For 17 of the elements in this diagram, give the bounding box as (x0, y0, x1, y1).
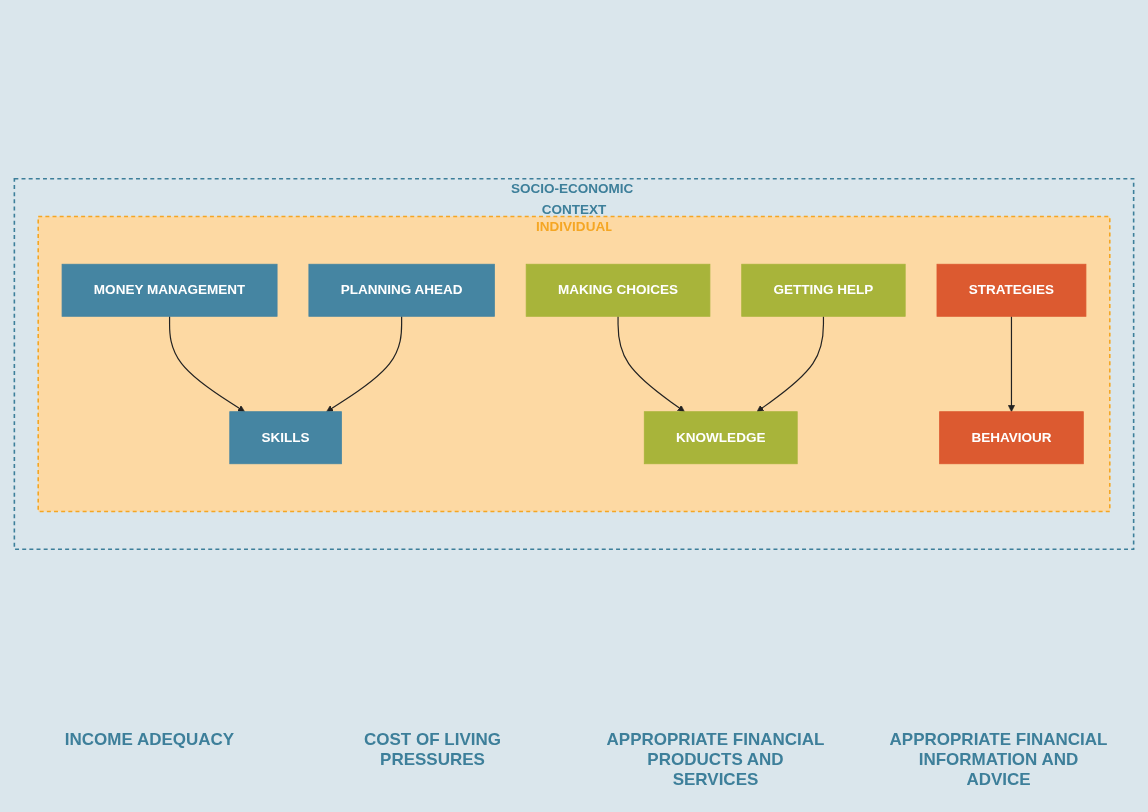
arrow (326, 315, 403, 412)
node-box: PLANNING AHEAD (308, 263, 495, 317)
context-label: APPROPRIATE FINANCIAL PRODUCTS AND SERVICES (605, 730, 826, 790)
arrow (617, 315, 685, 412)
arrow (756, 315, 825, 412)
node-box: SKILLS (229, 411, 342, 465)
arrow (1007, 315, 1015, 412)
arrow (168, 315, 245, 412)
node-box: GETTING HELP (741, 263, 906, 317)
context-label: COST OF LIVING PRESSURES (363, 730, 502, 771)
node-box: BEHAVIOUR (939, 411, 1084, 465)
node-box: KNOWLEDGE (643, 411, 798, 465)
node-box: MONEY MANAGEMENT (61, 263, 278, 317)
context-label: APPROPRIATE FINANCIAL INFORMATION AND ADVICE (888, 730, 1109, 790)
context-label: INCOME ADEQUACY (63, 730, 236, 751)
node-box: MAKING CHOICES (525, 263, 711, 317)
node-box: STRATEGIES (936, 263, 1087, 317)
